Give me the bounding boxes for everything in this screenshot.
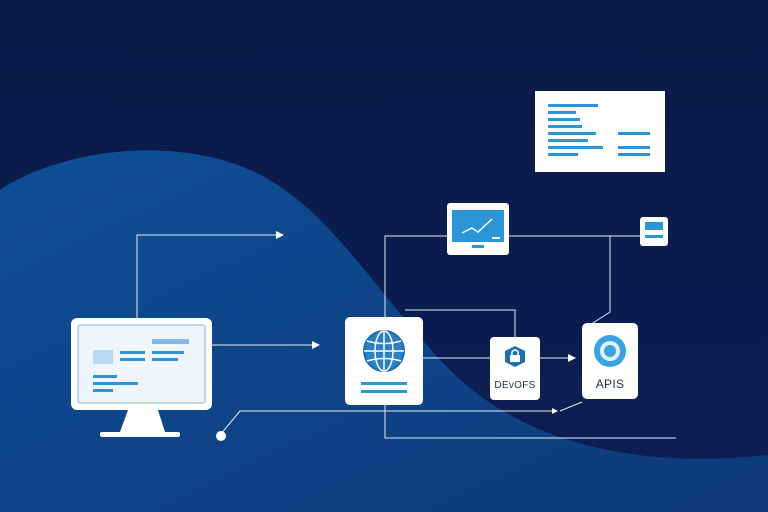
devops-node (490, 337, 540, 400)
connector-apis-lower (559, 401, 583, 412)
arrowheads (276, 231, 576, 414)
globe-node (345, 317, 423, 405)
small-device-node (640, 217, 668, 246)
apis-label: APIS (595, 377, 625, 391)
connector-monitor-up (136, 234, 278, 320)
connectors (136, 234, 676, 439)
analytics-node (447, 203, 509, 255)
apis-node (582, 323, 638, 399)
arrowhead-middle (312, 341, 320, 349)
line-chart-icon (461, 218, 493, 234)
connector-globe-up (384, 235, 447, 318)
arrowhead-top (276, 231, 284, 239)
connector-dot (216, 431, 226, 441)
connector-right-down (584, 236, 611, 329)
connector-bottom-long (384, 405, 676, 439)
arrowhead-devops-apis (568, 354, 576, 362)
gear-icon (594, 335, 626, 367)
connector-globe-to-devops-top (405, 309, 516, 337)
arrowhead-bottom (552, 408, 558, 414)
document-node (535, 91, 665, 172)
monitor-node (71, 318, 212, 437)
devops-label: DEvOFS (494, 380, 536, 391)
connector-lower-left (219, 410, 555, 436)
